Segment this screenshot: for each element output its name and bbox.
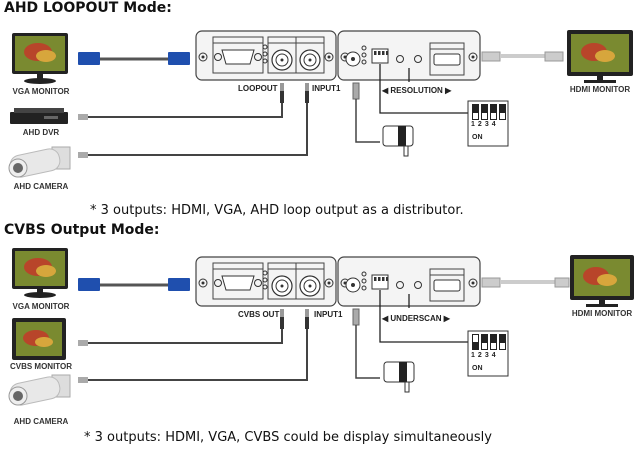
label-cvbs-out: CVBS OUT: [238, 310, 280, 319]
label-loopout: LOOPOUT: [238, 84, 278, 93]
label-resolution: ◀ RESOLUTION ▶: [382, 86, 452, 95]
dip-switch-icon: [467, 330, 509, 377]
label-vga-monitor: VGA MONITOR: [12, 302, 70, 311]
hdmi-monitor-icon: [570, 255, 634, 307]
ahd-camera-icon: [8, 146, 71, 178]
vga-monitor-icon: [12, 248, 68, 298]
label-ahd-camera: AHD CAMERA: [13, 417, 69, 426]
label-ahd-dvr: AHD DVR: [22, 128, 60, 137]
power-adapter-icon: [352, 308, 415, 393]
label-hdmi-monitor: HDMI MONITOR: [571, 309, 633, 318]
arrow-right-icon: ▶: [445, 86, 452, 95]
hdmi-cable: [481, 51, 564, 62]
converter-right-panel: [337, 256, 481, 307]
label-input1: INPUT1: [312, 84, 341, 93]
dip-pointer-line: [379, 64, 468, 114]
converter-right-panel: [337, 30, 481, 81]
note-ahd-loopout: * 3 outputs: HDMI, VGA, AHD loop output …: [90, 203, 464, 218]
power-adapter-icon: [352, 82, 414, 157]
dip-switch-icon: [467, 100, 509, 147]
hdmi-monitor-icon: [567, 30, 633, 83]
section-title-ahd-loopout: AHD LOOPOUT Mode:: [4, 0, 172, 16]
vga-cable: [78, 52, 190, 65]
label-cvbs-monitor: CVBS MONITOR: [9, 362, 73, 371]
vga-monitor-icon: [12, 33, 68, 84]
dip-pointer-line: [379, 290, 468, 343]
cvbs-monitor-icon: [12, 318, 66, 360]
bnc-cables: [78, 83, 309, 158]
arrow-right-icon: ▶: [443, 314, 450, 323]
bnc-cables: [78, 309, 309, 383]
dip-switch-on-label: ON: [472, 134, 483, 141]
converter-left-panel: [195, 256, 337, 307]
label-input1: INPUT1: [314, 310, 343, 319]
arrow-left-icon: ◀: [382, 86, 389, 95]
dip-switch-numbers: 1234: [471, 121, 499, 128]
note-cvbs-output: * 3 outputs: HDMI, VGA, CVBS could be di…: [84, 430, 492, 445]
ahd-dvr-icon: [10, 108, 68, 124]
dip-switch-numbers: 1234: [471, 352, 499, 359]
label-ahd-camera: AHD CAMERA: [13, 182, 69, 191]
label-underscan: ◀ UNDERSCAN ▶: [382, 314, 450, 323]
converter-left-panel: [195, 30, 337, 81]
hdmi-cable: [481, 277, 570, 288]
label-hdmi-monitor: HDMI MONITOR: [569, 85, 631, 94]
label-vga-monitor: VGA MONITOR: [12, 87, 70, 96]
ahd-camera-icon: [8, 374, 71, 406]
vga-cable: [78, 278, 190, 291]
section-title-cvbs-output: CVBS Output Mode:: [4, 222, 160, 238]
arrow-left-icon: ◀: [382, 314, 389, 323]
dip-switch-on-label: ON: [472, 365, 483, 372]
